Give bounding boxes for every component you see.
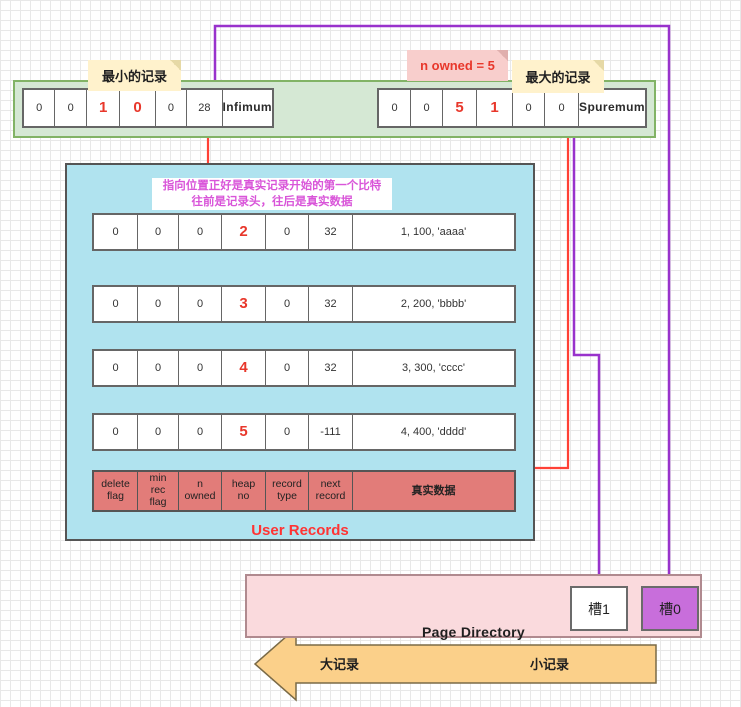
record4-cell-n-owned: 0 [179,415,222,449]
record3-cell-delete-flag: 0 [94,351,138,385]
infimum-cell-record-type: 0 [156,90,188,126]
page-directory-slot-0-label: 槽0 [659,600,681,617]
note-fold-corner-icon [170,60,181,71]
record3-cell-record-type: 0 [266,351,309,385]
purple-connector-slot1-to-supremum [566,129,601,582]
note-fold-corner-icon [497,50,508,61]
record3-cell-min-rec-flag: 0 [138,351,179,385]
infimum-cell-next-record: 28 [187,90,223,126]
page-directory-slot-1[interactable]: 槽1 [570,586,628,631]
supremum-cell-n-owned: 5 [443,90,477,126]
record4-cell-record-type: 0 [266,415,309,449]
supremum-cell-record-type: 0 [513,90,545,126]
note-n-owned-label: n owned = 5 [420,58,495,73]
user-records-title: User Records [251,522,349,539]
legend-real-data: 真实数据 [411,484,456,497]
infimum-cell-n-owned: 1 [87,90,121,126]
record3-cell-data: 3, 300, 'cccc' [402,361,465,374]
record3-cell-heap-no: 4 [222,351,266,385]
infimum-cell-min-rec-flag: 0 [55,90,87,126]
record4-cell-next-record: -111 [309,415,353,449]
infimum-label: Infimum [222,100,272,115]
infimum-cell-delete-flag: 0 [24,90,56,126]
record4-cell-data: 4, 400, 'dddd' [400,425,467,438]
page-directory-title: Page Directory [421,624,526,640]
note-max-record-label: 最大的记录 [525,70,591,85]
note-fold-corner-icon [593,60,604,71]
supremum-cell-next-record: 0 [545,90,579,126]
record1-cell-next-record: 32 [309,215,353,249]
supremum-cell-delete-flag: 0 [379,90,411,126]
record1-cell-delete-flag: 0 [94,215,138,249]
user-record-row: 0 0 0 3 0 32 2, 200, 'bbbb' [92,285,516,323]
supremum-record: 0 0 5 1 0 0 Spuremum [377,88,647,128]
direction-arrow-right-label: 小记录 [530,657,570,672]
record2-cell-n-owned: 0 [179,287,222,321]
record2-cell-delete-flag: 0 [94,287,138,321]
supremum-label: Spuremum [579,100,645,115]
record4-cell-delete-flag: 0 [94,415,138,449]
record1-cell-n-owned: 0 [179,215,222,249]
page-directory-slot-1-label: 槽1 [588,600,610,617]
pointer-callout-line1: 指向位置正好是真实记录开始的第一个比特 [162,180,382,192]
record1-cell-heap-no: 2 [222,215,266,249]
record1-cell-record-type: 0 [266,215,309,249]
record4-cell-heap-no: 5 [222,415,266,449]
page-directory-slot-0[interactable]: 槽0 [641,586,699,631]
user-record-row: 0 0 0 5 0 -111 4, 400, 'dddd' [92,413,516,451]
pointer-callout-line2: 往前是记录头，往后是真实数据 [191,195,353,208]
user-record-row: 0 0 0 4 0 32 3, 300, 'cccc' [92,349,516,387]
record1-cell-data: 1, 100, 'aaaa' [400,225,467,238]
record2-cell-record-type: 0 [266,287,309,321]
note-n-owned: n owned = 5 [407,50,508,81]
record2-cell-min-rec-flag: 0 [138,287,179,321]
record1-cell-min-rec-flag: 0 [138,215,179,249]
infimum-record: 0 0 1 0 0 28 Infimum [22,88,274,128]
supremum-cell-heap-no: 1 [477,90,513,126]
infimum-cell-heap-no: 0 [120,90,156,126]
record3-cell-n-owned: 0 [179,351,222,385]
record4-cell-min-rec-flag: 0 [138,415,179,449]
supremum-cell-min-rec-flag: 0 [411,90,443,126]
record3-cell-next-record: 32 [309,351,353,385]
record2-cell-heap-no: 3 [222,287,266,321]
user-record-row: 0 0 0 2 0 32 1, 100, 'aaaa' [92,213,516,251]
record2-cell-next-record: 32 [309,287,353,321]
note-min-record-label: 最小的记录 [101,69,167,84]
pointer-callout: 指向位置正好是真实记录开始的第一个比特 往前是记录头，往后是真实数据 [152,178,392,210]
direction-arrow-left-label: 大记录 [320,657,360,672]
note-max-record: 最大的记录 [512,60,604,93]
note-min-record: 最小的记录 [88,60,181,91]
record2-cell-data: 2, 200, 'bbbb' [400,297,467,310]
